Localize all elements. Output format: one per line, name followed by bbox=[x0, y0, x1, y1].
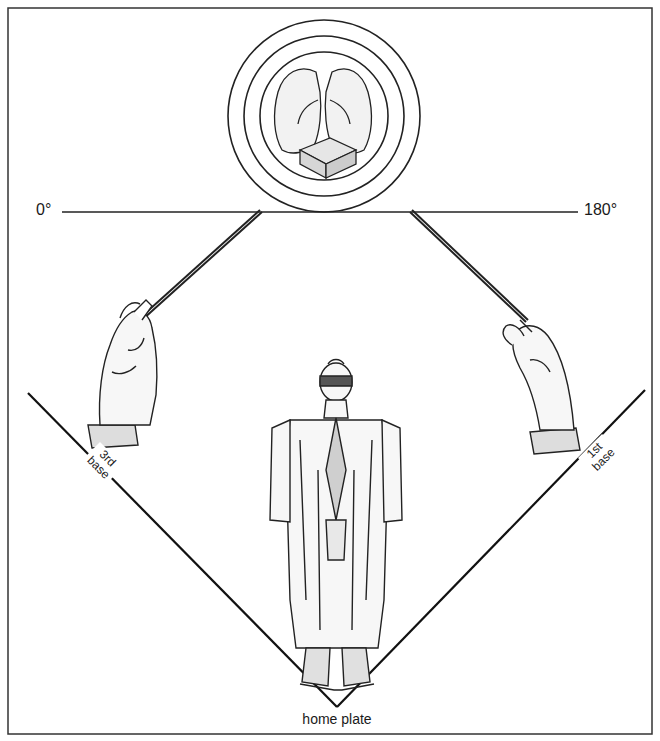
right-hand bbox=[503, 320, 580, 454]
instruments bbox=[140, 210, 528, 322]
base-label: 1st base bbox=[578, 434, 620, 476]
base-label: 3rd base bbox=[82, 442, 124, 484]
angle-label: 0° bbox=[34, 202, 53, 219]
plate-label: home plate bbox=[300, 712, 373, 727]
target-circles bbox=[228, 20, 420, 212]
angle-label: 180° bbox=[582, 202, 619, 219]
base-lines bbox=[28, 390, 645, 707]
left-hand bbox=[88, 300, 157, 448]
angle-line bbox=[62, 211, 578, 213]
lungs-illustration bbox=[275, 69, 372, 178]
surgeon-figure bbox=[270, 360, 402, 691]
frame bbox=[8, 8, 652, 734]
